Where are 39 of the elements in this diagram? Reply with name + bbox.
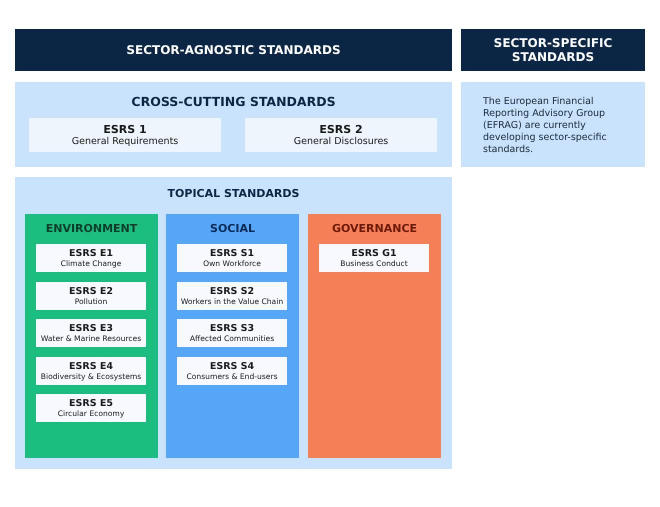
standard-code: ESRS E4	[68, 360, 114, 372]
category-column	[25, 214, 158, 458]
note-panel: The European Financial Reporting Advisory Group (EFRAG) are currently developing sector-specific standards.	[461, 82, 645, 167]
standard-code: ESRS S4	[208, 360, 256, 372]
section-heading: GOVERNANCE	[330, 222, 418, 235]
standard-code: ESRS E5	[68, 398, 114, 409]
standard-card	[319, 244, 429, 272]
standard-card	[177, 244, 287, 272]
standard-card	[36, 394, 146, 422]
standard-code: ESRS E1	[68, 248, 114, 259]
standard-card	[177, 356, 287, 384]
section-heading: TOPICAL STANDARDS	[166, 187, 300, 200]
standard-card	[177, 319, 287, 347]
header-bar: SECTOR-AGNOSTIC STANDARDS	[15, 29, 452, 71]
standard-code: ESRS 2	[318, 123, 364, 136]
standard-code: ESRS G1	[350, 248, 398, 259]
standard-code: ESRS 1	[102, 123, 148, 136]
standard-card	[245, 118, 437, 152]
standard-card	[36, 282, 146, 310]
section-heading: SOCIAL	[209, 222, 256, 235]
standard-card	[36, 244, 146, 272]
standard-code: ESRS E2	[68, 286, 114, 296]
standard-card	[177, 282, 287, 310]
standard-name: General Requirements	[70, 136, 180, 147]
standard-name: General Disclosures	[292, 136, 390, 147]
standard-card	[36, 319, 146, 347]
section-heading: CROSS-CUTTING STANDARDS	[130, 94, 337, 109]
header-bar: SECTOR-SPECIFIC STANDARDS	[461, 29, 645, 71]
standard-code: ESRS S3	[208, 323, 256, 334]
standard-card	[29, 118, 221, 152]
standard-code: ESRS S2	[208, 286, 256, 296]
section-panel	[15, 82, 452, 167]
standard-code: ESRS S1	[208, 248, 256, 259]
standard-card	[36, 356, 146, 384]
standard-code: ESRS E3	[68, 323, 114, 334]
category-column	[166, 214, 299, 458]
section-heading: ENVIRONMENT	[44, 222, 138, 235]
section-panel	[15, 177, 452, 469]
category-column	[308, 214, 441, 458]
